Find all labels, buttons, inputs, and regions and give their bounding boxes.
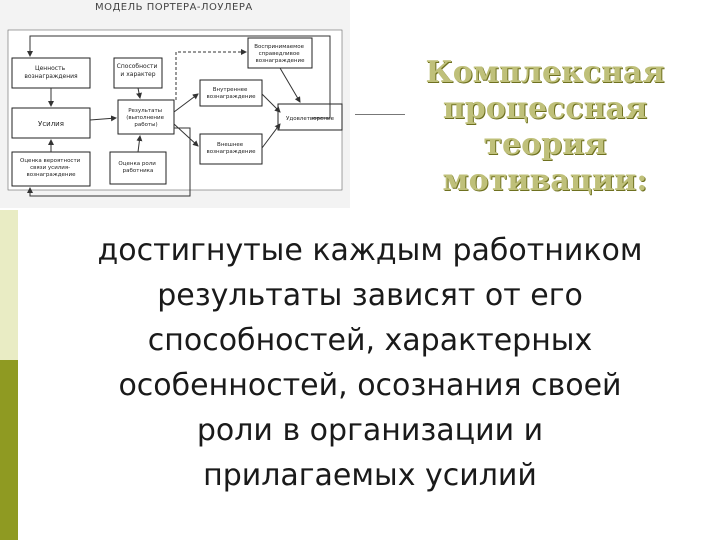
label-fair-3: вознаграждение xyxy=(256,58,306,64)
body-line: прилагаемых усилий xyxy=(203,458,537,493)
box-value-of-reward xyxy=(11,57,91,89)
arrow-results-intrinsic xyxy=(173,93,199,113)
body-line: особенностей, осознания своей xyxy=(118,368,622,403)
label-abilities-2: и характер xyxy=(120,71,155,78)
label-value-2: вознаграждения xyxy=(24,73,78,80)
arrow-effort-results xyxy=(89,115,117,122)
label-expect-1: Оценка вероятности xyxy=(20,158,81,164)
svg-text:Результаты (выполнение: Результаты (выполнение работы) xyxy=(126,108,166,128)
arrow-abilities-results xyxy=(136,87,142,99)
label-role-2: работника xyxy=(123,168,154,174)
arrow-fair-satisfaction xyxy=(279,67,301,103)
slide-title: Комплексная процессная теория мотивации: xyxy=(380,55,710,199)
svg-text:Оценка вероятности связи: Оценка вероятности связи усилия- вознагр… xyxy=(20,158,82,178)
arrow-intrinsic-satisfaction xyxy=(261,93,281,113)
title-line: Комплексная xyxy=(425,55,665,90)
sidebar-accent-light xyxy=(0,210,18,360)
arrow-role-results xyxy=(136,135,143,153)
svg-text:Оценка роли работника: Оценка роли работника xyxy=(118,161,157,174)
label-extrinsic-2: вознаграждение xyxy=(207,149,257,155)
label-fair-2: справедливое xyxy=(259,51,301,57)
box-results xyxy=(117,99,175,135)
box-intrinsic xyxy=(199,79,263,107)
title-line: процессная теория xyxy=(442,91,648,162)
label-expect-2: связи усилия- xyxy=(30,165,70,171)
sidebar-accent-dark xyxy=(0,360,18,540)
diagram-caption: МОДЕЛЬ ПОРТЕРА-ЛОУЛЕРА xyxy=(95,2,253,13)
svg-text:Внешнее вознаграждение: Внешнее вознаграждение xyxy=(207,142,257,155)
label-abilities-1: Способности xyxy=(117,63,158,70)
label-value-1: Ценность xyxy=(35,65,66,72)
diagram-canvas: Ценность вознаграждения Усилия Оценка ве… xyxy=(7,29,343,197)
label-effort: Усилия xyxy=(38,120,64,128)
body-line: результаты зависят от его xyxy=(157,278,583,313)
body-line: достигнутые каждым работником xyxy=(97,233,643,268)
body-line: способностей, характерных xyxy=(147,323,593,358)
svg-text:Внутреннее вознаграждени: Внутреннее вознаграждение xyxy=(207,87,257,100)
feedback-satisfaction-value xyxy=(27,35,331,119)
arrow-extrinsic-satisfaction xyxy=(261,123,281,149)
slide-body: достигнутые каждым работником результаты… xyxy=(35,228,705,498)
label-results-2: (выполнение xyxy=(126,115,164,121)
box-extrinsic xyxy=(199,133,263,165)
label-intrinsic-1: Внутреннее xyxy=(213,87,248,93)
box-perceived-fair xyxy=(247,37,313,69)
label-results-3: работы) xyxy=(134,122,157,128)
label-role-1: Оценка роли xyxy=(118,161,156,167)
box-role-perception xyxy=(109,151,167,185)
label-fair-1: Воспринимаемое xyxy=(254,44,304,50)
label-extrinsic-1: Внешнее xyxy=(217,142,244,148)
label-intrinsic-2: вознаграждение xyxy=(207,94,257,100)
label-satisfaction: Удовлетворение xyxy=(286,116,335,122)
svg-text:Способности и характер: Способности и характер xyxy=(117,63,160,78)
porter-lawler-diagram: Ценность вознаграждения Усилия Оценка ве… xyxy=(0,0,350,208)
label-expect-3: вознаграждение xyxy=(27,172,77,178)
box-effort xyxy=(11,107,91,139)
svg-text:Ценность вознаграждения: Ценность вознаграждения xyxy=(24,65,78,80)
feedback-results-expectancy xyxy=(27,127,191,197)
box-satisfaction xyxy=(277,103,343,131)
label-results-1: Результаты xyxy=(128,108,162,114)
title-rule xyxy=(355,114,405,115)
svg-text:Воспринимаемое справедли: Воспринимаемое справедливое вознагражден… xyxy=(254,44,306,64)
body-line: роли в организации и xyxy=(196,413,544,448)
box-expectancy xyxy=(11,151,91,187)
arrow-results-fair xyxy=(175,49,247,100)
title-line: мотивации: xyxy=(442,163,648,198)
